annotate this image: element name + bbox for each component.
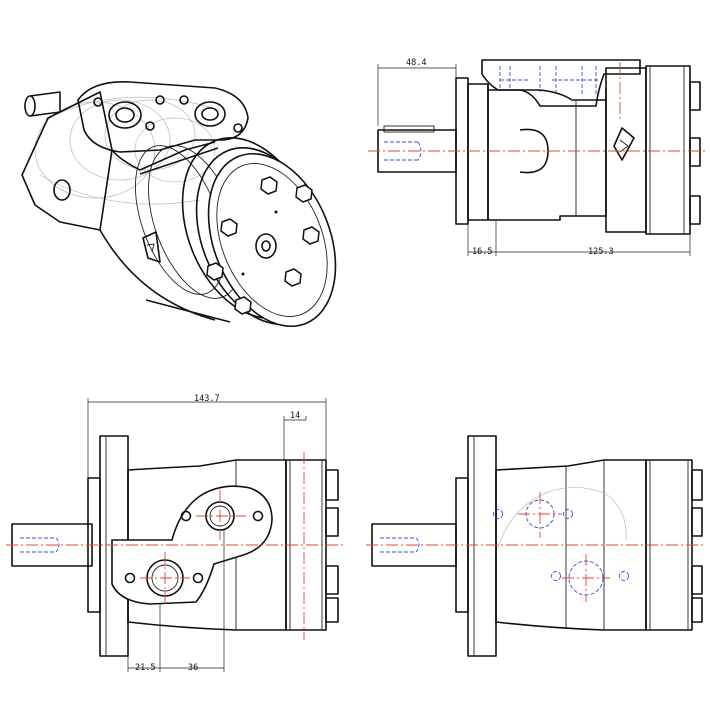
side-end-cap (605, 65, 701, 235)
isometric-cap-bolts (206, 176, 320, 315)
cap-center-port (255, 233, 277, 259)
isometric-shaft (24, 91, 61, 117)
dim-label-16-5: 16.5 (472, 247, 492, 257)
dimension-front-port-spacing: 36 (160, 530, 225, 673)
brand-logo-icon (613, 127, 635, 161)
dim-label-14: 14 (290, 411, 300, 421)
bolt-icon (220, 218, 238, 237)
side-view-shaft (377, 125, 457, 173)
side-body (487, 84, 607, 221)
brand-logo-icon (142, 231, 161, 263)
dimension-side-body-length: 125.3 (496, 234, 691, 257)
isometric-port-block (77, 81, 249, 153)
bolt-icon (295, 184, 313, 203)
side-view: 48.4 16.5 125.3 (368, 58, 706, 257)
front-view-hidden (366, 435, 706, 657)
isometric-view (21, 81, 337, 328)
dimension-front-port-offset: 21.5 (127, 604, 161, 673)
bolt-icon (206, 262, 224, 281)
isometric-flange-hole (53, 179, 71, 201)
dim-label-36: 36 (188, 663, 198, 673)
rear-flange (467, 435, 497, 657)
bolt-icon (234, 296, 252, 315)
dimension-side-shaft-length: 48.4 (377, 58, 457, 126)
bolt-icon (284, 268, 302, 287)
dimension-side-flange-width: 16.5 (467, 220, 497, 257)
isometric-mounting-flange (21, 91, 113, 231)
isometric-ghost-lines (34, 96, 221, 205)
side-port-block (481, 59, 641, 107)
isometric-end-cap (207, 152, 337, 328)
dim-label-143-7: 143.7 (194, 394, 220, 404)
dim-label-48-4: 48.4 (406, 58, 426, 68)
dim-label-125-3: 125.3 (588, 247, 614, 257)
bolt-icon (260, 176, 278, 195)
front-view-ports: 143.7 14 21.5 36 (6, 394, 346, 673)
dimension-front-overall-length: 143.7 (87, 394, 327, 478)
rear-body (495, 459, 647, 631)
dimension-front-cap-width: 14 (283, 411, 307, 460)
bolt-icon (302, 226, 320, 245)
dim-label-21-5: 21.5 (135, 663, 155, 673)
